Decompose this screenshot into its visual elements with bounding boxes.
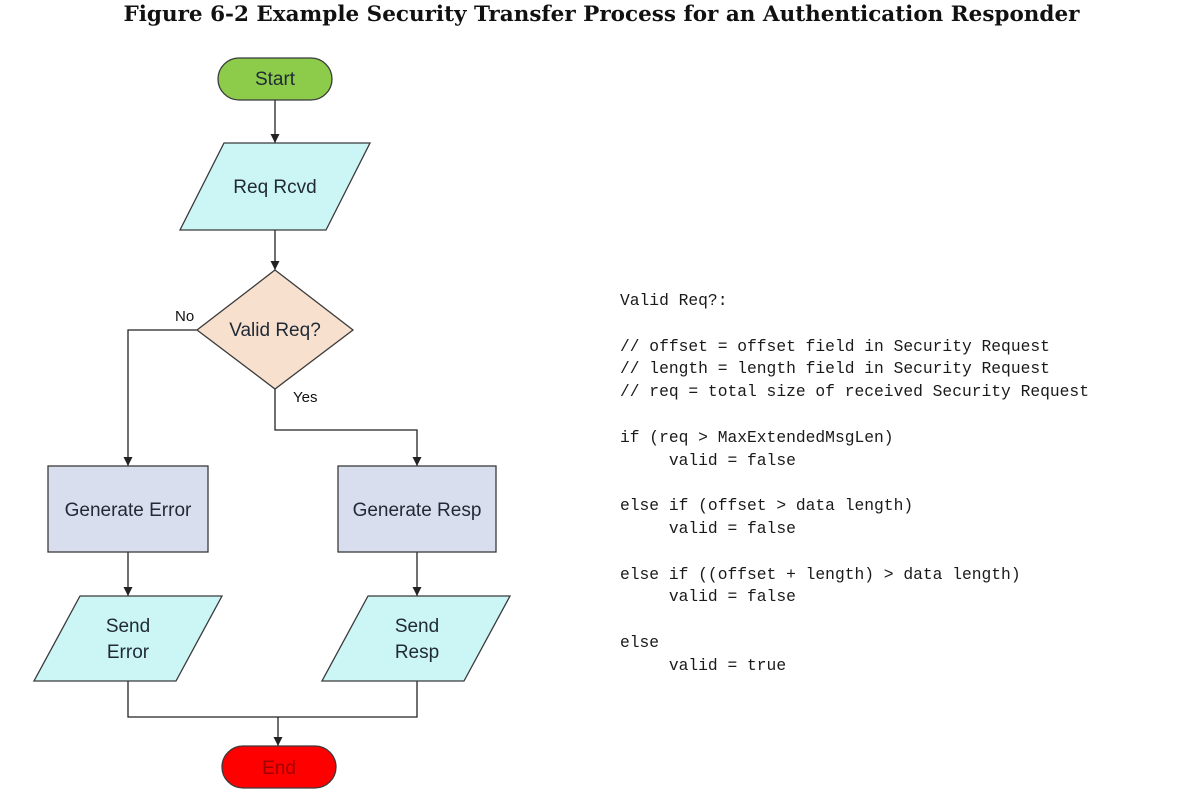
code-line: valid = false (620, 518, 796, 538)
connector-no-branch (123, 329, 197, 466)
end-node: End (221, 745, 337, 789)
valid-req-decision: Valid Req? (195, 269, 355, 390)
code-line: valid = false (620, 450, 796, 470)
code-line: else (620, 632, 660, 652)
yes-branch-label: Yes (293, 389, 317, 406)
code-line (620, 609, 1089, 632)
code-line: Valid Req?: (620, 291, 728, 310)
generate-resp-shape (337, 465, 497, 553)
send-error-label-line1: Send (106, 616, 150, 637)
code-line (620, 472, 1089, 495)
send-resp-label-line1: Send (395, 616, 439, 637)
no-branch-label: No (175, 308, 194, 325)
code-line: else if ((offset + length) > data length… (620, 564, 1021, 584)
code-line: if (req > MaxExtendedMsgLen) (620, 427, 894, 447)
end-terminator-shape (221, 745, 337, 789)
code-line: // length = length field in Security Req… (620, 359, 1050, 379)
generate-resp-node: Generate Resp (337, 465, 497, 553)
generate-error-node: Generate Error (47, 465, 209, 553)
code-line: // req = total size of received Security… (620, 382, 1089, 402)
generate-error-shape (47, 465, 209, 553)
code-line (620, 404, 1089, 427)
req-rcvd-shape (178, 142, 372, 231)
figure-title: Figure 6-2 Example Security Transfer Pro… (123, 2, 1080, 27)
code-line (620, 541, 1089, 564)
code-line: valid = true (620, 655, 787, 675)
generate-error-label: Generate Error (65, 500, 192, 521)
code-line: // offset = offset field in Security Req… (620, 336, 1050, 356)
send-error-shape (32, 595, 224, 682)
code-line (620, 313, 1089, 336)
send-error-node: Send Error (32, 595, 224, 682)
send-resp-shape (320, 595, 512, 682)
generate-resp-label: Generate Resp (353, 500, 482, 521)
code-line: else if (offset > data length) (620, 496, 914, 516)
decision-label: Valid Req? (229, 320, 321, 341)
req-rcvd-node: Req Rcvd (178, 142, 372, 231)
connector-yes-branch (274, 389, 422, 466)
start-node: Start (217, 57, 333, 101)
flowchart: Start Req Rcvd Valid Req? No Yes Generat… (32, 57, 512, 789)
decision-diamond-shape (195, 269, 355, 390)
req-rcvd-label: Req Rcvd (233, 177, 316, 198)
send-resp-label-line2: Resp (395, 642, 439, 663)
start-terminator-shape (217, 57, 333, 101)
connector-merge-to-end (127, 681, 418, 718)
end-label: End (262, 758, 296, 779)
send-resp-node: Send Resp (320, 595, 512, 682)
start-label: Start (255, 69, 296, 90)
validation-pseudocode: Valid Req?: // offset = offset field in S… (620, 290, 1089, 678)
send-error-label-line2: Error (107, 642, 150, 663)
code-line: valid = false (620, 587, 796, 607)
